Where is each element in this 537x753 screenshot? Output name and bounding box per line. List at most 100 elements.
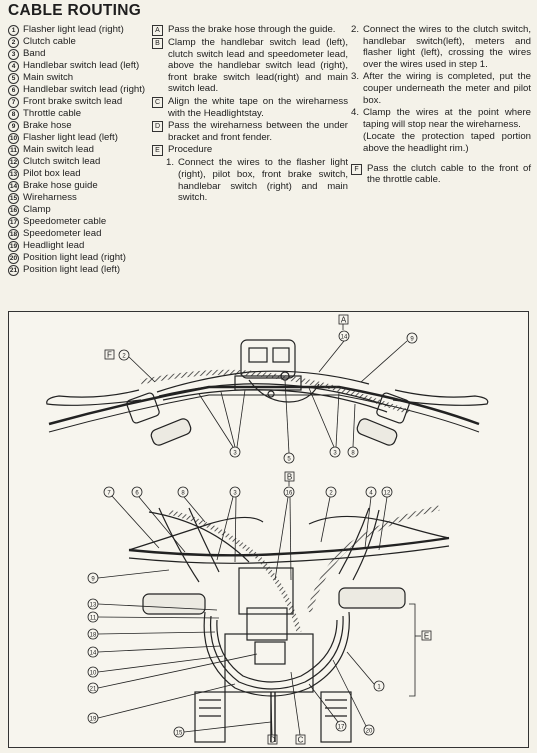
step-text: Connect the wires to the clutch switch, … (363, 24, 531, 70)
callout-16: 16 (286, 491, 293, 497)
procedure-step-1: 1. Connect the wires to the flasher ligh… (152, 157, 348, 203)
legend-item: 1 Flasher light lead (right) (8, 24, 168, 36)
step-number: 4. (351, 107, 360, 119)
legend-number: 10 (8, 133, 19, 144)
legend-number: 15 (8, 193, 19, 204)
legend-item: 5 Main switch (8, 72, 168, 84)
note-label: A (152, 25, 163, 36)
legend-text: Main switch (23, 72, 74, 83)
legend-number: 12 (8, 157, 19, 168)
top-view-handlebar (46, 339, 489, 446)
callout-19: 19 (90, 717, 97, 723)
step-number: 2. (351, 24, 360, 35)
note-d: D Pass the wireharness between the under… (152, 120, 348, 143)
callout-10: 10 (90, 671, 97, 677)
legend-text: Clutch cable (23, 36, 76, 47)
procedure-step-4: 4. Clamp the wires at the point where ta… (351, 107, 531, 130)
note-label: D (152, 121, 163, 133)
callout-21: 21 (90, 687, 97, 693)
callout-8: 8 (181, 491, 185, 497)
legend-text: Flasher light lead (left) (23, 132, 118, 143)
legend-item: 19 Headlight lead (8, 240, 168, 252)
callout-3-left: 3 (233, 451, 237, 457)
bottom-view-assembly (128, 505, 450, 743)
diagram-illustration: A 14 F 2 9 3 5 3 8 (46, 314, 489, 745)
callout-1: 1 (377, 685, 381, 691)
notes-column-right: 2. Connect the wires to the clutch switc… (351, 24, 531, 187)
callout-label-d: D (270, 736, 276, 745)
legend-item: 6 Handlebar switch lead (right) (8, 84, 168, 96)
callout-2: 2 (329, 491, 333, 497)
note-text: Procedure (168, 144, 213, 156)
top-view-callouts: A 14 F 2 9 3 5 3 8 (104, 314, 418, 464)
legend-number: 4 (8, 61, 19, 72)
legend-number: 20 (8, 253, 19, 264)
legend-number: 19 (8, 241, 19, 252)
note-f: F Pass the clutch cable to the front of … (351, 163, 531, 186)
note-label: B (152, 38, 163, 49)
legend-number: 16 (8, 205, 19, 216)
legend-text: Brake hose guide (23, 180, 98, 191)
note-label: E (152, 145, 163, 157)
procedure-step-4-note: (Locate the protection taped portion abo… (351, 131, 531, 154)
legend-number: 7 (8, 97, 19, 108)
legend-text: Brake hose (23, 120, 72, 131)
note-e: E Procedure (152, 144, 348, 157)
notes-column-middle: A Pass the brake hose through the guide.… (152, 24, 348, 205)
step-number (351, 131, 363, 154)
step-number: 1. (166, 157, 175, 169)
callout-5: 5 (287, 457, 291, 463)
cable-routing-diagram: A 14 F 2 9 3 5 3 8 (8, 311, 529, 748)
legend-number: 6 (8, 85, 19, 96)
legend-item: 13 Pilot box lead (8, 168, 168, 180)
callout-12: 12 (384, 491, 391, 497)
callout-17: 17 (338, 725, 345, 731)
note-text: Pass the clutch cable to the front of th… (367, 162, 531, 186)
note-label: F (351, 163, 362, 175)
legend-number: 8 (8, 109, 19, 120)
bottom-view-callouts: B 16 7 6 8 3 2 4 12 9 13 (87, 471, 432, 745)
note-a: A Pass the brake hose through the guide. (152, 24, 348, 36)
legend-number: 5 (8, 73, 19, 84)
callout-15: 15 (176, 731, 183, 737)
procedure-step-2: 2. Connect the wires to the clutch switc… (351, 24, 531, 70)
callout-11: 11 (90, 616, 97, 622)
callout-13: 13 (90, 603, 97, 609)
legend-text: Headlight lead (23, 240, 85, 251)
legend-text: Pilot box lead (23, 168, 81, 179)
legend-item: 9 Brake hose (8, 120, 168, 132)
legend-item: 16 Clamp (8, 204, 168, 216)
legend-number: 13 (8, 169, 19, 180)
legend-number: 9 (8, 121, 19, 132)
legend-number: 3 (8, 49, 19, 60)
legend-number: 1 (8, 25, 19, 36)
callout-4: 4 (369, 491, 373, 497)
note-text: Clamp the handlebar switch lead (left), … (168, 37, 348, 95)
legend-item: 8 Throttle cable (8, 108, 168, 120)
callout-label-e: E (424, 632, 429, 641)
note-c: C Align the white tape on the wireharnes… (152, 96, 348, 119)
callout-label-f: F (107, 351, 112, 360)
legend-item: 3 Band (8, 48, 168, 60)
callout-14: 14 (90, 651, 97, 657)
legend-text: Clamp (23, 204, 51, 215)
legend-text: Wireharness (23, 192, 77, 203)
callout-20: 20 (366, 729, 373, 735)
legend-text: Band (23, 48, 46, 59)
legend-text: Flasher light lead (right) (23, 24, 124, 35)
callout-9: 9 (410, 337, 414, 343)
step-text: Connect the wires to the flasher light (… (178, 157, 348, 204)
legend-number: 11 (8, 145, 19, 156)
callout-label-c: C (298, 736, 304, 745)
legend-item: 10 Flasher light lead (left) (8, 132, 168, 144)
legend-text: Handlebar switch lead (right) (23, 84, 146, 95)
note-b: B Clamp the handlebar switch lead (left)… (152, 37, 348, 95)
callout-18: 18 (90, 633, 97, 639)
procedure-step-3: 3. After the wiring is completed, put th… (351, 71, 531, 106)
legend-text: Throttle cable (23, 108, 82, 119)
callout-label-a: A (341, 316, 347, 325)
